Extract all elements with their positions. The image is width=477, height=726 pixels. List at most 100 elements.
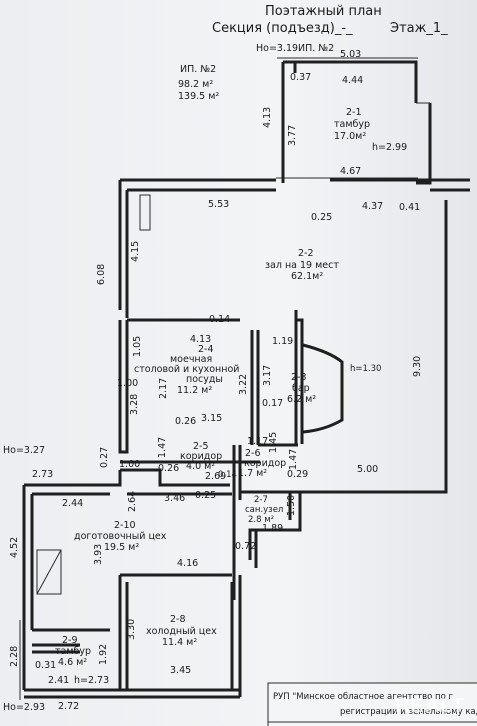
wall-room-2-7: [240, 490, 302, 568]
svg-text:3.46: 3.46: [164, 493, 185, 504]
svg-text:2.41: 2.41: [48, 675, 69, 686]
svg-text:17.0м²: 17.0м²: [334, 131, 366, 142]
svg-text:0.26: 0.26: [175, 416, 196, 427]
room-2-2-label: 2-2 зал на 19 мест 62.1м²: [265, 248, 339, 282]
room-2-4-label: 2-4 моечная столовой и кухонной посуды 1…: [134, 344, 239, 396]
svg-text:2-3: 2-3: [291, 372, 307, 383]
footer-line-1: РУП "Минское областное агентство по г: [273, 692, 453, 702]
svg-text:5.00: 5.00: [357, 464, 378, 475]
svg-text:62.1м²: 62.1м²: [291, 271, 323, 282]
svg-text:тамбур: тамбур: [334, 119, 370, 130]
svg-text:моечная: моечная: [170, 354, 212, 365]
svg-text:2-8: 2-8: [170, 614, 186, 625]
svg-text:3.77: 3.77: [287, 125, 298, 146]
room-2-6-label: 2-6 коридор 1.7 м²: [238, 448, 286, 479]
svg-text:доготовочный цех: доготовочный цех: [74, 531, 167, 542]
svg-text:2.8 м²: 2.8 м²: [248, 515, 274, 525]
ho-bottom-label: Ho=2.93: [3, 702, 45, 713]
wall-right: [290, 200, 448, 494]
svg-text:4.15: 4.15: [130, 241, 141, 262]
svg-text:0.25: 0.25: [311, 212, 332, 223]
svg-text:4.44: 4.44: [342, 75, 363, 86]
svg-text:3.28: 3.28: [129, 394, 140, 415]
svg-text:5.53: 5.53: [208, 199, 229, 210]
svg-text:3.15: 3.15: [201, 413, 222, 424]
svg-text:2-1: 2-1: [346, 107, 362, 118]
svg-text:4.13: 4.13: [190, 334, 211, 345]
svg-text:зал на 19 мест: зал на 19 мест: [265, 260, 339, 271]
dim-014b: 0.14: [218, 470, 237, 480]
svg-text:0.72: 0.72: [235, 541, 256, 552]
svg-text:1.00: 1.00: [119, 459, 140, 470]
svg-text:4.16: 4.16: [177, 558, 198, 569]
svg-text:h=1.30: h=1.30: [350, 364, 381, 374]
svg-text:3.30: 3.30: [126, 619, 137, 640]
plan-title: Поэтажный план: [265, 4, 382, 19]
dimension-labels: 5.03 4.44 0.37 4.13 3.77 4.67 4.37 0.41 …: [9, 49, 423, 712]
watermark: REALT: [394, 695, 465, 717]
svg-text:5.03: 5.03: [340, 49, 361, 60]
svg-text:0.17: 0.17: [262, 398, 283, 409]
svg-text:1.47: 1.47: [288, 449, 299, 470]
svg-text:1.7 м²: 1.7 м²: [238, 468, 267, 479]
svg-text:9.30: 9.30: [412, 356, 423, 377]
svg-text:11.4 м²: 11.4 м²: [162, 637, 197, 648]
svg-text:3.93: 3.93: [93, 544, 104, 565]
wall-top-hall: [118, 178, 470, 310]
svg-text:0.14: 0.14: [209, 314, 230, 325]
svg-text:h=2.99: h=2.99: [372, 142, 407, 153]
ho-top-label: Ho=3.19: [256, 43, 298, 54]
column-hall: [139, 194, 151, 231]
svg-text:1.45: 1.45: [268, 432, 279, 453]
svg-text:тамбур: тамбур: [55, 646, 91, 657]
svg-text:2.28: 2.28: [9, 646, 20, 667]
svg-text:1.17: 1.17: [247, 436, 268, 447]
footer-line-2: регистрации и земельному кад: [340, 707, 477, 717]
svg-text:2.73: 2.73: [32, 469, 53, 480]
svg-text:2-7: 2-7: [254, 495, 268, 505]
ho-left-label: Ho=3.27: [3, 445, 45, 456]
svg-text:бар: бар: [292, 383, 310, 394]
svg-text:4.37: 4.37: [362, 201, 383, 212]
svg-text:4.52: 4.52: [9, 537, 20, 558]
svg-text:2.44: 2.44: [62, 498, 83, 509]
svg-text:2-9: 2-9: [62, 635, 78, 646]
svg-text:3.17: 3.17: [262, 365, 273, 386]
ip-label: ИП. №2: [180, 64, 216, 75]
svg-text:посуды: посуды: [186, 374, 223, 385]
floor-label: Этаж_1_: [390, 21, 448, 36]
svg-text:4.13: 4.13: [262, 107, 273, 128]
svg-text:1.89: 1.89: [262, 523, 283, 534]
svg-text:4.0 м²: 4.0 м²: [186, 461, 215, 472]
svg-text:1.50: 1.50: [286, 495, 297, 516]
wall-room-2-1: [281, 60, 432, 185]
svg-text:2-10: 2-10: [114, 520, 136, 531]
svg-text:2.64: 2.64: [127, 491, 138, 512]
svg-text:3.22: 3.22: [238, 374, 249, 395]
svg-text:3.45: 3.45: [170, 665, 191, 676]
ip-area-2: 139.5 м²: [178, 91, 219, 102]
wall-corridor: [120, 460, 260, 487]
svg-text:4.67: 4.67: [340, 166, 361, 177]
room-2-7-label: 2-7 сан.узел 2.8 м²: [245, 495, 283, 525]
svg-text:1.05: 1.05: [132, 336, 143, 357]
svg-text:19.5 м²: 19.5 м²: [104, 542, 139, 553]
wall-room-2-10: [22, 470, 122, 690]
svg-text:холодный цех: холодный цех: [146, 626, 217, 637]
svg-text:столовой и кухонной: столовой и кухонной: [134, 364, 239, 375]
svg-text:2.17: 2.17: [158, 378, 169, 399]
svg-text:0.37: 0.37: [290, 72, 311, 83]
svg-text:0.27: 0.27: [99, 447, 110, 468]
svg-text:сан.узел: сан.узел: [245, 505, 283, 515]
svg-text:1.92: 1.92: [98, 644, 109, 665]
svg-text:0.31: 0.31: [35, 660, 56, 671]
stamp-box: [267, 682, 477, 726]
room-2-10-label: 2-10 доготовочный цех 19.5 м²: [74, 520, 167, 553]
svg-text:4.6 м²: 4.6 м²: [58, 657, 87, 668]
svg-text:0.25: 0.25: [195, 490, 216, 501]
svg-text:коридор: коридор: [180, 451, 222, 462]
svg-text:2.72: 2.72: [58, 701, 79, 712]
svg-text:6.2 м²: 6.2 м²: [287, 394, 316, 405]
